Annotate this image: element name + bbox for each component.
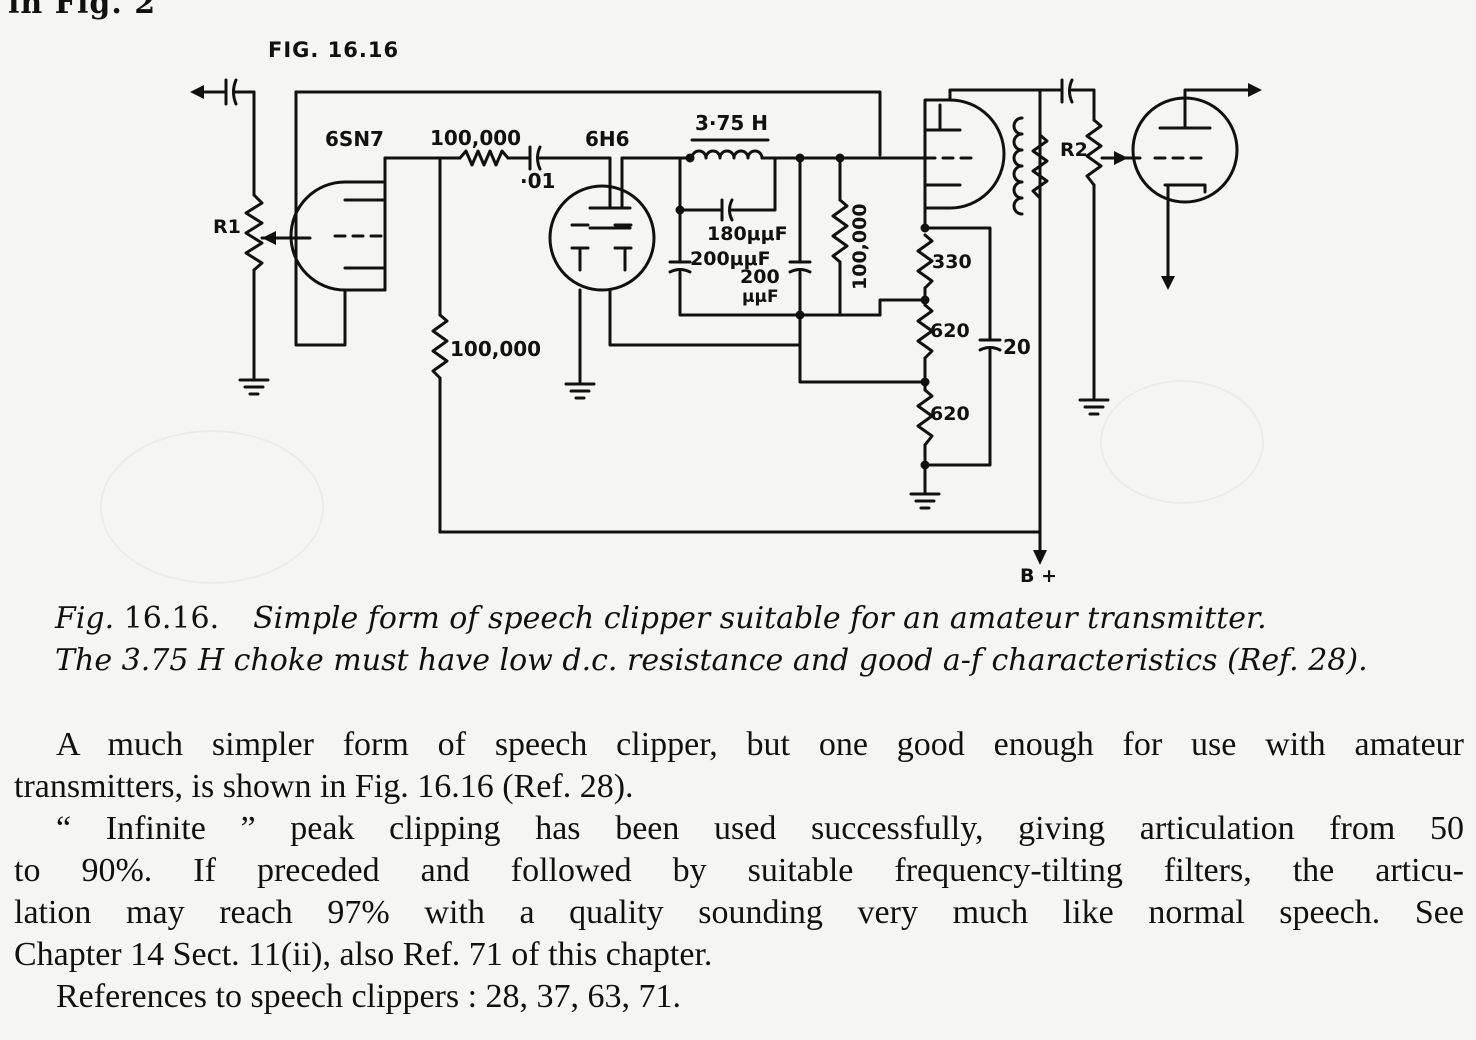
- label-choke: 3·75 H: [695, 111, 768, 135]
- resistor-100k-vertical: [431, 156, 449, 534]
- down-arrow-icon: [1161, 276, 1175, 290]
- resistor-620-b: [916, 388, 934, 447]
- figure-caption: Fig. 16.16. Simple form of speech clipper…: [55, 598, 1435, 682]
- label-r2: R2: [1060, 139, 1088, 161]
- output-arrow-icon: [1248, 83, 1262, 97]
- wire: [878, 298, 927, 317]
- paragraph-1-line-2: transmitters, is shown in Fig. 16.16 (Re…: [14, 768, 634, 805]
- figure-label: FIG. 16.16: [268, 38, 400, 62]
- coupling-capacitor-01: [528, 145, 612, 171]
- capacitor-180pf: [720, 198, 734, 222]
- resistor-100k-series: [438, 149, 532, 167]
- label-r1: R1: [213, 216, 241, 238]
- label-620-b: 620: [930, 403, 970, 425]
- resistor-330: [916, 233, 934, 290]
- label-200pf-b-unit: μμF: [742, 287, 779, 307]
- label-180pf: 180μμF: [707, 223, 788, 245]
- output-coil: [1012, 116, 1024, 216]
- paragraph-2-line-4: Chapter 14 Sect. 11(ii), also Ref. 71 of…: [14, 936, 713, 973]
- caption-line-1: Fig. 16.16. Simple form of speech clipper…: [55, 598, 1435, 640]
- cut-off-heading: in Fig. 2: [8, 0, 157, 21]
- label-6sn7: 6SN7: [325, 127, 384, 151]
- input-capacitor: [224, 78, 256, 106]
- wire: [798, 270, 927, 384]
- paragraph-3-line-1: References to speech clippers : 28, 37, …: [56, 978, 682, 1015]
- tube-final: [1131, 96, 1239, 287]
- label-200pf-a: 200μμF: [690, 248, 771, 270]
- wire: [608, 288, 802, 347]
- label-100k-choke: 100,000: [849, 203, 871, 290]
- capacitor-200pf-right: [788, 260, 812, 274]
- ground-symbol-icon: [1078, 398, 1110, 416]
- caption-text-1: Simple form of speech clipper suitable f…: [253, 601, 1267, 636]
- paragraph-2-line-3: lation may reach 97% with a quality soun…: [14, 894, 1464, 931]
- label-6h6: 6H6: [585, 127, 630, 151]
- potentiometer-r1: [244, 193, 312, 380]
- input-arrow-icon: [190, 85, 227, 99]
- wire: [678, 270, 882, 317]
- label-20uf: 20: [1003, 335, 1031, 359]
- bleed-through-mark: [1100, 380, 1264, 504]
- resistor-output-shunt: [1031, 133, 1049, 200]
- label-100k-series: 100,000: [430, 126, 521, 150]
- capacitor-20uf: [978, 338, 1002, 352]
- label-cap-01: ·01: [520, 169, 555, 193]
- tube-6sn7: [289, 180, 387, 292]
- ground-symbol-icon: [909, 492, 941, 510]
- label-b-plus: B +: [1020, 565, 1057, 587]
- potentiometer-r2: [1085, 88, 1142, 400]
- paragraph-1-line-1: A much simpler form of speech clipper, b…: [56, 726, 1464, 763]
- wire: [678, 156, 722, 212]
- top-rail-wire: [294, 90, 882, 157]
- capacitor-200pf-left: [668, 260, 692, 274]
- ground-symbol-icon: [238, 378, 270, 396]
- wire: [923, 226, 992, 342]
- paragraph-2-line-2: to 90%. If preceded and followed by suit…: [14, 852, 1464, 889]
- caption-line-2: The 3.75 H choke must have low d.c. resi…: [55, 643, 1368, 678]
- caption-fig-ref: Fig.: [55, 601, 115, 636]
- label-100k-vertical: 100,000: [450, 337, 541, 361]
- tube-6h6: [548, 156, 656, 292]
- label-200pf-b-value: 200: [740, 266, 780, 288]
- ground-symbol-icon: [564, 382, 596, 400]
- wire: [730, 156, 777, 212]
- caption-fig-number: 16.16.: [123, 601, 220, 636]
- bleed-through-mark: [100, 430, 324, 584]
- b-plus-arrow-icon: [1033, 550, 1047, 565]
- wire: [1183, 88, 1252, 100]
- output-capacitor: [1060, 78, 1074, 104]
- paragraph-2-line-1: “ Infinite ” peak clipping has been used…: [56, 810, 1464, 847]
- wire: [948, 88, 1042, 102]
- wire: [923, 348, 992, 467]
- resistor-100k-choke: [831, 156, 849, 317]
- label-620-a: 620: [930, 320, 970, 342]
- left-loop-wire: [294, 90, 347, 347]
- tube-output: [923, 98, 1006, 210]
- speech-clipper-schematic: 6SN7 100,000 ·01 6H6 3·75 H 180μμF 200μμ…: [190, 78, 1262, 587]
- choke-375h: [690, 138, 802, 160]
- body-text: A much simpler form of speech clipper, b…: [14, 724, 1464, 1018]
- label-330: 330: [932, 251, 972, 273]
- resistor-620-a: [916, 303, 934, 360]
